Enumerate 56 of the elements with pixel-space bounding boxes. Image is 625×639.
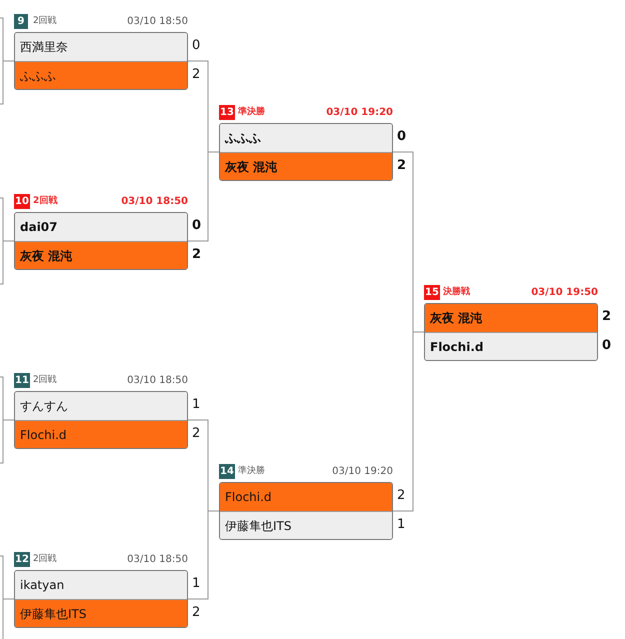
match-number: 9: [14, 14, 28, 29]
player-name: Flochi.d: [15, 420, 187, 448]
bracket-line: [0, 376, 14, 464]
match-number: 13: [219, 105, 235, 120]
round-name: 2回戦: [33, 374, 57, 387]
player-name: 灰夜 混沌: [15, 241, 187, 269]
player-name: 灰夜 混沌: [220, 152, 392, 180]
bracket-line: [0, 198, 14, 284]
bracket-line: [188, 152, 220, 242]
player-name: 西満里奈: [15, 33, 187, 62]
match-time: 03/10 19:50: [531, 286, 598, 299]
score: 2: [192, 425, 200, 443]
score: 2: [192, 66, 200, 84]
bracket-line: [392, 332, 424, 512]
match-time: 03/10 18:50: [121, 195, 188, 208]
player-name: ふふふ: [15, 61, 187, 89]
round-name: 2回戦: [33, 553, 57, 566]
round-name: 2回戦: [33, 15, 57, 28]
score: 1: [192, 575, 200, 593]
score: 2: [192, 246, 202, 264]
score: 2: [602, 308, 612, 326]
player-name: 伊藤隼也ITS: [220, 511, 392, 539]
player-name: Flochi.d: [425, 332, 597, 360]
bracket-line: [0, 18, 14, 104]
score: 1: [192, 396, 200, 414]
score: 2: [397, 157, 406, 175]
bracket-line: [0, 556, 14, 639]
match-time: 03/10 18:50: [127, 15, 188, 28]
score: 2: [397, 487, 406, 505]
match-number: 12: [14, 552, 30, 567]
score: 1: [397, 516, 406, 534]
match-time: 03/10 19:20: [332, 465, 393, 478]
round-name: 2回戦: [33, 195, 58, 208]
score: 0: [397, 128, 406, 146]
score: 0: [602, 337, 612, 355]
player-name: 灰夜 混沌: [425, 304, 597, 333]
match-time: 03/10 19:20: [326, 106, 393, 119]
round-name: 準決勝: [238, 106, 265, 119]
bracket-line: [188, 510, 220, 600]
score: 0: [192, 37, 200, 55]
match-number: 11: [14, 373, 30, 388]
match-time: 03/10 18:50: [127, 553, 188, 566]
round-name: 準決勝: [238, 465, 265, 478]
player-name: ikatyan: [15, 571, 187, 600]
player-name: Flochi.d: [220, 483, 392, 512]
round-name: 決勝戦: [443, 286, 470, 299]
score: 0: [192, 217, 202, 235]
match-time: 03/10 18:50: [127, 374, 188, 387]
match-number: 15: [424, 285, 440, 300]
player-name: ふふふ: [220, 124, 392, 153]
player-name: すんすん: [15, 392, 187, 421]
match-number: 10: [14, 194, 30, 209]
match-number: 14: [219, 464, 235, 479]
score: 2: [192, 604, 200, 622]
player-name: dai07: [15, 213, 187, 242]
player-name: 伊藤隼也ITS: [15, 599, 187, 627]
